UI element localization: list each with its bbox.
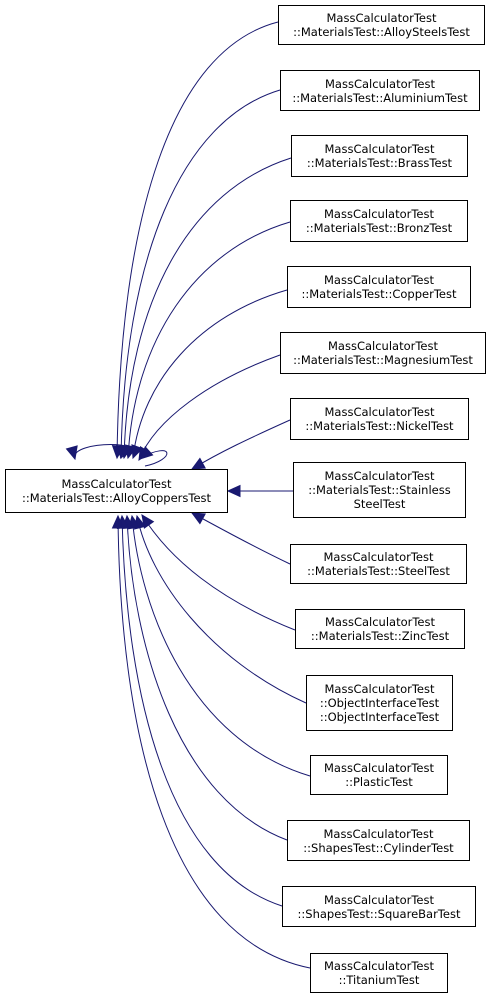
node-line: ::ObjectInterfaceTest <box>319 696 440 710</box>
node-line: MassCalculatorTest <box>326 11 437 25</box>
node-line: MassCalculatorTest <box>324 207 434 221</box>
arrowhead-zinc <box>141 514 155 529</box>
node-zinc[interactable]: MassCalculatorTest ::MaterialsTest::Zinc… <box>295 609 465 649</box>
edge-steel <box>191 512 291 565</box>
node-line: ::ObjectInterfaceTest <box>319 710 440 724</box>
node-line: MassCalculatorTest <box>328 339 438 353</box>
arrowhead-steel <box>190 512 206 525</box>
edge-alloy-steels <box>116 21 279 459</box>
node-line: MassCalculatorTest <box>323 550 434 564</box>
node-line: ::MaterialsTest::MagnesiumTest <box>293 353 473 367</box>
arrowhead-stainless-steel <box>226 484 241 498</box>
node-aluminium[interactable]: MassCalculatorTest ::MaterialsTest::Alum… <box>280 70 480 111</box>
arrowhead-self-loop-left <box>65 445 78 461</box>
edge-self-loop-left <box>74 444 131 459</box>
node-square-bar[interactable]: MassCalculatorTest ::ShapesTest::SquareB… <box>282 886 476 927</box>
edge-plastic <box>131 515 311 777</box>
node-line: MassCalculatorTest <box>324 142 435 156</box>
node-line: ::MaterialsTest::Stainless <box>308 483 451 497</box>
node-line: ::MaterialsTest::BronzTest <box>305 221 453 235</box>
edge-zinc <box>141 514 296 631</box>
node-line: ::ShapesTest::CylinderTest <box>303 840 454 855</box>
node-line: MassCalculatorTest <box>325 76 435 91</box>
node-brass[interactable]: MassCalculatorTest ::MaterialsTest::Bras… <box>291 135 468 177</box>
node-line: ::TitaniumTest <box>338 973 420 987</box>
arrowhead-titanium <box>111 514 125 529</box>
node-steel[interactable]: MassCalculatorTest ::MaterialsTest::Stee… <box>290 544 467 584</box>
node-plastic[interactable]: MassCalculatorTest ::PlasticTest <box>310 755 448 795</box>
edge-bronz <box>127 221 291 459</box>
edge-titanium <box>117 515 311 969</box>
edge-copper <box>132 289 288 459</box>
node-line: MassCalculatorTest <box>324 469 435 483</box>
edge-nickel <box>191 419 291 470</box>
node-bronz[interactable]: MassCalculatorTest ::MaterialsTest::Bron… <box>290 200 468 242</box>
node-line: MassCalculatorTest <box>324 273 434 287</box>
edge-brass <box>123 157 292 459</box>
node-line: MassCalculatorTest <box>324 892 434 907</box>
node-alloy-steels[interactable]: MassCalculatorTest ::MaterialsTest::Allo… <box>278 5 485 45</box>
node-line: ::MaterialsTest::CopperTest <box>301 287 457 301</box>
node-line: MassCalculatorTest <box>323 826 434 841</box>
node-line: ::ShapesTest::SquareBarTest <box>297 906 461 921</box>
edge-aluminium <box>120 89 281 459</box>
node-line: ::MaterialsTest::ZincTest <box>310 629 450 643</box>
arrowhead-copper <box>131 444 144 460</box>
node-line: MassCalculatorTest <box>324 405 435 419</box>
edge-square-bar <box>121 515 283 907</box>
arrowhead-self-loop-right <box>139 445 154 460</box>
node-line: SteelTest <box>353 497 406 511</box>
node-line: MassCalculatorTest <box>324 761 434 775</box>
node-line: MassCalculatorTest <box>324 959 434 973</box>
node-line: MassCalculatorTest <box>325 615 435 629</box>
node-alloy-coppers[interactable]: MassCalculatorTest ::MaterialsTest::Allo… <box>5 469 228 513</box>
node-line: MassCalculatorTest <box>324 682 435 696</box>
node-nickel[interactable]: MassCalculatorTest ::MaterialsTest::Nick… <box>290 398 469 440</box>
node-object-interface[interactable]: MassCalculatorTest ::ObjectInterfaceTest… <box>306 675 453 731</box>
node-stainless-steel[interactable]: MassCalculatorTest ::MaterialsTest::Stai… <box>293 462 466 518</box>
node-line: ::MaterialsTest::BrassTest <box>306 156 453 170</box>
node-line: MassCalculatorTest <box>61 477 172 491</box>
node-line: ::MaterialsTest::AluminiumTest <box>292 90 468 105</box>
node-line: ::MaterialsTest::AlloySteelsTest <box>293 25 470 39</box>
edge-magnesium <box>138 354 281 461</box>
node-cylinder[interactable]: MassCalculatorTest ::ShapesTest::Cylinde… <box>287 820 470 861</box>
node-line: ::MaterialsTest::NickelTest <box>305 419 454 433</box>
node-line: ::MaterialsTest::SteelTest <box>307 564 450 578</box>
node-titanium[interactable]: MassCalculatorTest ::TitaniumTest <box>310 953 448 993</box>
edge-cylinder <box>126 515 288 841</box>
node-line: ::PlasticTest <box>345 775 413 789</box>
node-copper[interactable]: MassCalculatorTest ::MaterialsTest::Copp… <box>287 266 471 308</box>
node-magnesium[interactable]: MassCalculatorTest ::MaterialsTest::Magn… <box>280 332 486 374</box>
arrowhead-nickel <box>190 457 206 470</box>
node-line: ::MaterialsTest::AlloyCoppersTest <box>21 491 212 505</box>
edge-object-interface <box>136 515 307 704</box>
